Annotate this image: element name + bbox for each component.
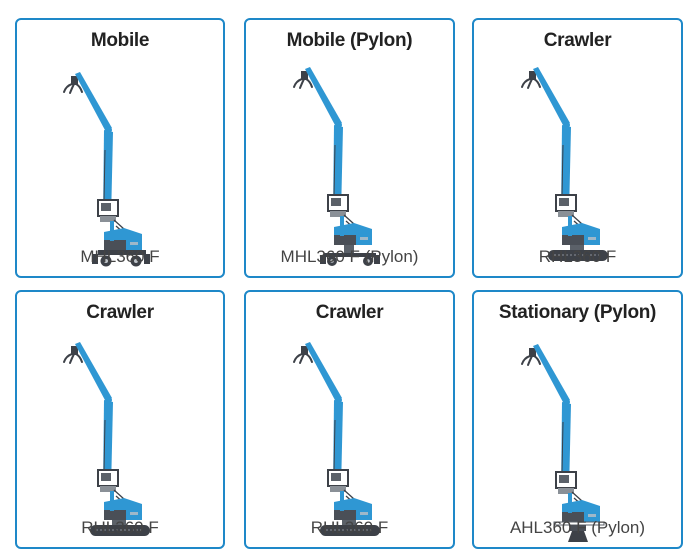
card-mobile[interactable]: Mobile MHL360 F [15, 18, 225, 278]
card-title: Crawler [543, 30, 612, 51]
mobile-material-handler-icon [63, 71, 150, 267]
card-model: AHL360 F (Pylon) [509, 518, 646, 537]
card-title: Mobile [90, 30, 150, 51]
card-stationary-pylon[interactable]: Stationary (Pylon) AHL360 F (Pylon) [472, 290, 683, 549]
card-mobile-pylon[interactable]: Mobile (Pylon) MHL360 F (Pylon) [244, 18, 455, 278]
card-model: RHL360 F [81, 518, 159, 537]
card-crawler[interactable]: Crawler RHL360 F [244, 290, 455, 549]
card-crawler[interactable]: Crawler RHL360 F [15, 290, 225, 549]
crawler-material-handler-icon [292, 341, 380, 537]
stationary-pylon-material-handler-icon [520, 343, 604, 543]
card-title: Crawler [315, 302, 384, 323]
card-title: Crawler [86, 302, 154, 323]
card-model: RHL360 F [310, 518, 389, 537]
crawler-material-handler-icon [63, 341, 151, 537]
crawler-material-handler-icon [520, 66, 608, 262]
card-crawler[interactable]: Crawler RHL360 F [472, 18, 683, 278]
card-model: MHL360 F (Pylon) [280, 247, 419, 266]
mobile-pylon-material-handler-icon [292, 66, 380, 266]
card-model: RHL360 F [538, 247, 617, 266]
card-model: MHL360 F [80, 247, 160, 266]
card-title: Mobile (Pylon) [286, 30, 413, 51]
card-title: Stationary (Pylon) [498, 302, 657, 323]
